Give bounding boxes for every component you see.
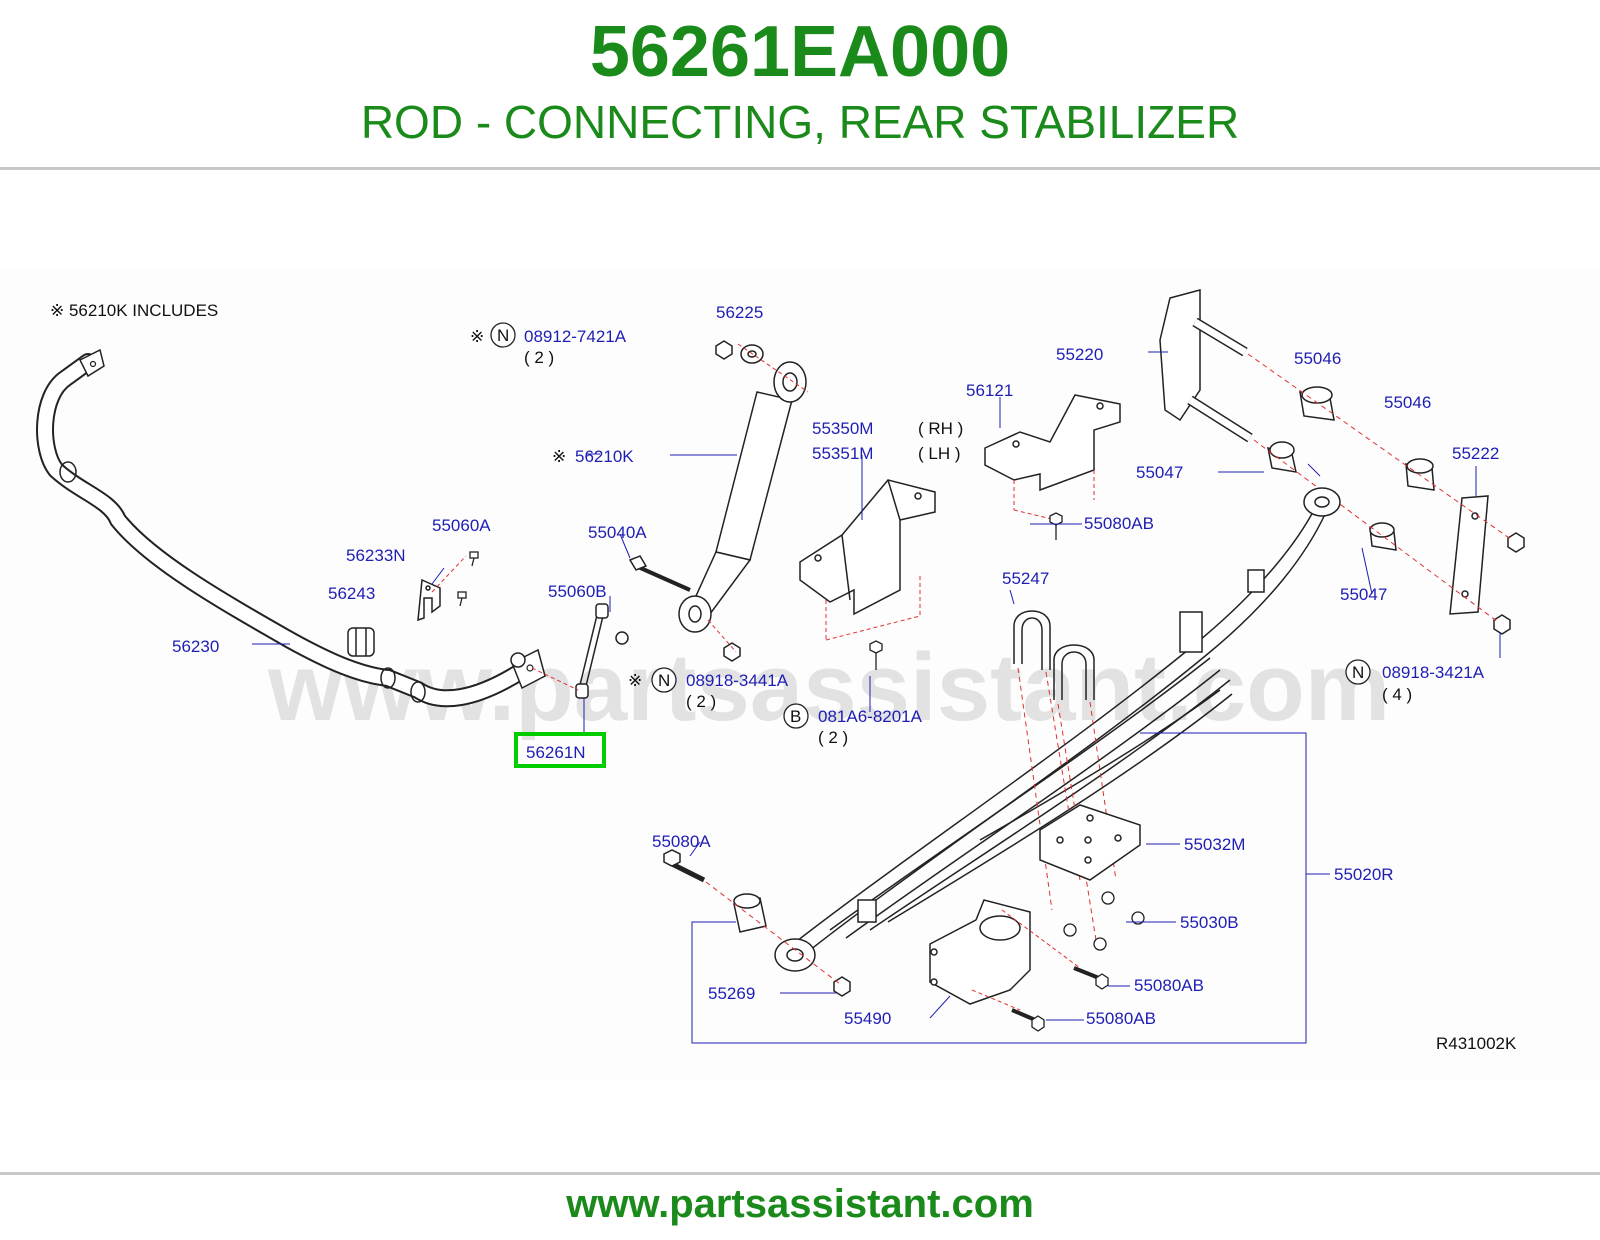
label-55032m: 55032M	[1184, 835, 1245, 854]
bushings-55046	[1267, 386, 1435, 551]
stabilizer-bar	[36, 348, 546, 708]
bolt-081a6	[869, 640, 883, 670]
leaf-spring-55020r	[774, 487, 1341, 972]
label-08912-7421a: 08912-7421A	[524, 327, 627, 346]
bolts-55080ab-lower	[1011, 966, 1109, 1032]
label-55047-a: 55047	[1136, 463, 1183, 482]
hanger-55220	[1159, 289, 1253, 443]
label-56233n: 56233N	[346, 546, 406, 565]
qty-08918-3441: ( 2 )	[686, 692, 716, 711]
bracket-guide-lines	[825, 576, 921, 641]
watermark-text: www.partsassistant.com	[267, 634, 1390, 741]
label-55080ab-top: 55080AB	[1084, 514, 1154, 533]
label-lh: ( LH )	[918, 444, 961, 463]
label-55060a: 55060A	[432, 516, 491, 535]
connecting-rod-56261n	[510, 603, 629, 699]
footer-divider	[0, 1172, 1600, 1175]
label-55047-b: 55047	[1340, 585, 1387, 604]
label-55060b: 55060B	[548, 582, 607, 601]
label-55080ab-bot: 55080AB	[1086, 1009, 1156, 1028]
qty-081a6: ( 2 )	[818, 728, 848, 747]
label-55046-b: 55046	[1384, 393, 1431, 412]
label-55020r: 55020R	[1334, 865, 1394, 884]
label-56243: 56243	[328, 584, 375, 603]
label-55350m: 55350M	[812, 419, 873, 438]
label-08918-3421a: 08918-3421A	[1382, 663, 1485, 682]
bracket-55350m	[799, 479, 936, 616]
n-symbol-08912: N	[497, 326, 509, 345]
label-56121: 56121	[966, 381, 1013, 400]
label-55351m: 55351M	[812, 444, 873, 463]
bushing-56243	[347, 627, 375, 657]
label-56230: 56230	[172, 637, 219, 656]
qty-08918-3421: ( 4 )	[1382, 685, 1412, 704]
bumper-55490	[929, 899, 1031, 1005]
n-symbol-08918-3421: N	[1352, 663, 1364, 682]
shock-absorber-56210k	[628, 340, 807, 662]
label-55046-a: 55046	[1294, 349, 1341, 368]
n-callout-08918-3421	[1345, 659, 1371, 685]
n-callout-08918-3441	[651, 667, 677, 693]
bolt-55060a	[457, 551, 479, 607]
b-symbol-081a6: B	[790, 707, 801, 726]
u-bolts-55247	[1013, 610, 1095, 700]
n-callout-08912	[490, 322, 516, 348]
part-number-title: 56261EA000	[589, 12, 1011, 92]
label-081a6-8201a: 081A6-8201A	[818, 707, 923, 726]
qty-08912: ( 2 )	[524, 348, 554, 367]
label-55040a: 55040A	[588, 523, 647, 542]
label-56225: 56225	[716, 303, 763, 322]
kome-mark-08918: ※	[628, 671, 642, 690]
bolt-55080ab-top	[1049, 512, 1063, 540]
label-55490: 55490	[844, 1009, 891, 1028]
n-symbol-08918-3441: N	[658, 671, 670, 690]
label-55222: 55222	[1452, 444, 1499, 463]
highlight-box	[514, 732, 606, 768]
label-56210k: 56210K	[575, 447, 634, 466]
includes-note: ※ 56210K INCLUDES	[50, 301, 218, 320]
label-55030b: 55030B	[1180, 913, 1239, 932]
kome-mark-08912: ※	[470, 327, 484, 346]
footer-url[interactable]: www.partsassistant.com	[566, 1182, 1034, 1226]
label-55080ab-mid: 55080AB	[1134, 976, 1204, 995]
reference-code: R431002K	[1436, 1034, 1517, 1053]
leader-lines	[252, 351, 1501, 1044]
part-description: ROD - CONNECTING, REAR STABILIZER	[360, 96, 1240, 148]
label-55220: 55220	[1056, 345, 1103, 364]
label-55247: 55247	[1002, 569, 1049, 588]
hanger-guide-lines	[1247, 353, 1513, 623]
nuts-55030b	[1063, 891, 1145, 951]
label-56261n-highlighted: 56261N	[526, 743, 586, 762]
label-rh: ( RH )	[918, 419, 963, 438]
label-55269: 55269	[708, 984, 755, 1003]
label-55080a: 55080A	[652, 832, 711, 851]
plate-55032m	[1039, 804, 1141, 881]
label-08918-3441a: 08918-3441A	[686, 671, 789, 690]
header-divider	[0, 167, 1600, 170]
b-callout-081a6	[783, 703, 809, 729]
kome-mark-56210k: ※	[552, 447, 566, 466]
